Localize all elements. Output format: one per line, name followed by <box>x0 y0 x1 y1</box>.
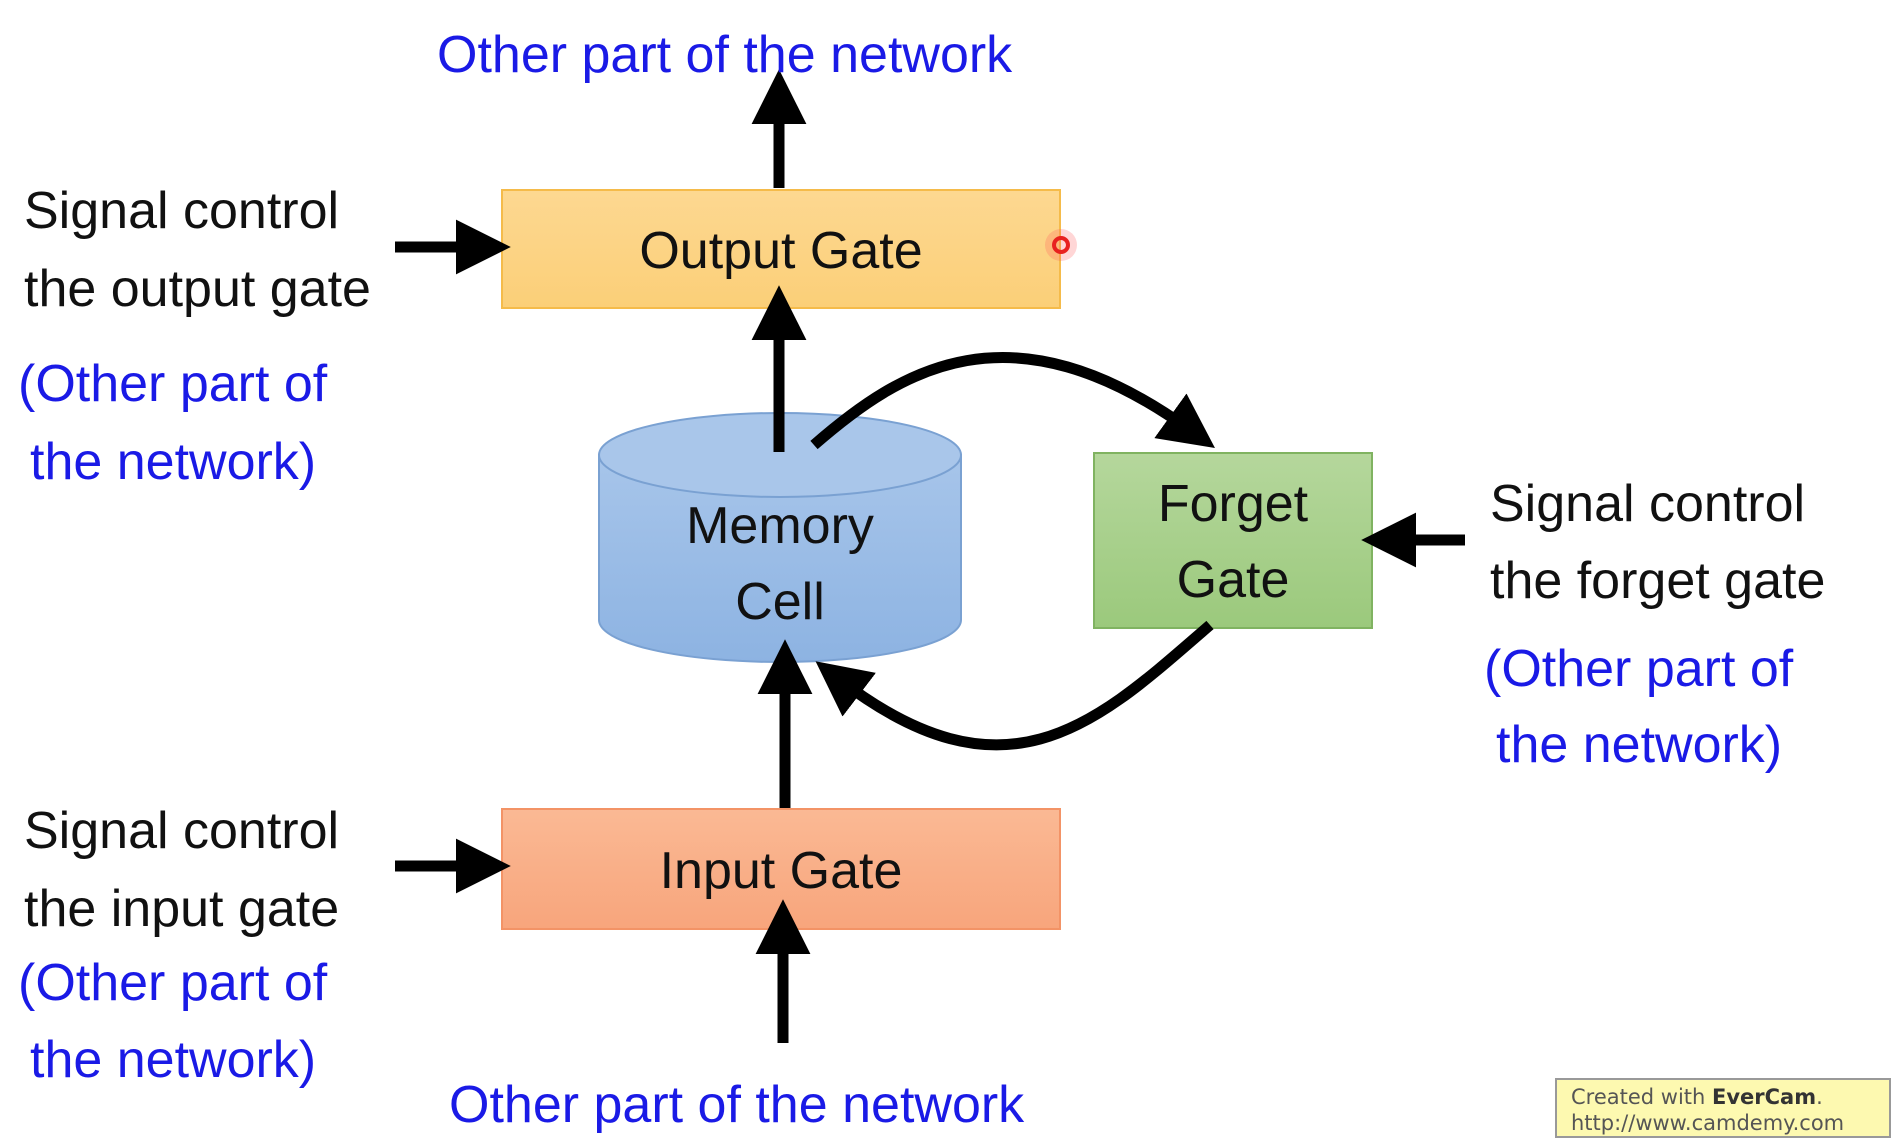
cursor-indicator <box>1045 229 1077 261</box>
output-gate: Output Gate <box>501 189 1061 309</box>
arrow-cell-to-forget-gate <box>810 352 1215 450</box>
forget-signal-paren1: (Other part of <box>1484 640 1794 698</box>
memory-cell-label-line1: Memory <box>686 497 874 555</box>
forget-signal-line2: the forget gate <box>1490 552 1826 610</box>
output-signal-paren2: the network) <box>30 433 317 491</box>
memory-cell: Memory Cell <box>598 412 962 663</box>
top-network-label: Other part of the network <box>437 26 1013 84</box>
input-signal-paren1: (Other part of <box>18 954 328 1012</box>
memory-cell-label-line2: Cell <box>735 573 825 631</box>
input-signal-line1: Signal control <box>24 802 340 860</box>
forget-gate: Forget Gate <box>1093 452 1373 629</box>
input-signal-line2: the input gate <box>24 880 340 938</box>
forget-gate-label-line2: Gate <box>1177 551 1290 609</box>
output-gate-label: Output Gate <box>639 222 922 280</box>
watermark-url[interactable]: http://www.camdemy.com <box>1571 1111 1845 1135</box>
output-signal-line2: the output gate <box>24 260 371 318</box>
watermark-suffix: . <box>1816 1085 1823 1109</box>
output-signal-line1: Signal control <box>24 182 340 240</box>
forget-signal-line1: Signal control <box>1490 475 1806 533</box>
output-signal-paren1: (Other part of <box>18 355 328 413</box>
input-gate: Input Gate <box>501 808 1061 930</box>
watermark-brand: EverCam <box>1712 1085 1817 1109</box>
forget-gate-label-line1: Forget <box>1158 475 1309 533</box>
evercam-watermark: Created with EverCam. http://www.camdemy… <box>1555 1078 1891 1138</box>
watermark-prefix: Created with <box>1571 1085 1713 1109</box>
bottom-network-label: Other part of the network <box>449 1076 1025 1134</box>
forget-signal-paren2: the network) <box>1496 716 1783 774</box>
input-signal-paren2: the network) <box>30 1031 317 1089</box>
input-gate-label: Input Gate <box>660 842 903 900</box>
arrow-forget-gate-to-cell <box>815 620 1214 751</box>
